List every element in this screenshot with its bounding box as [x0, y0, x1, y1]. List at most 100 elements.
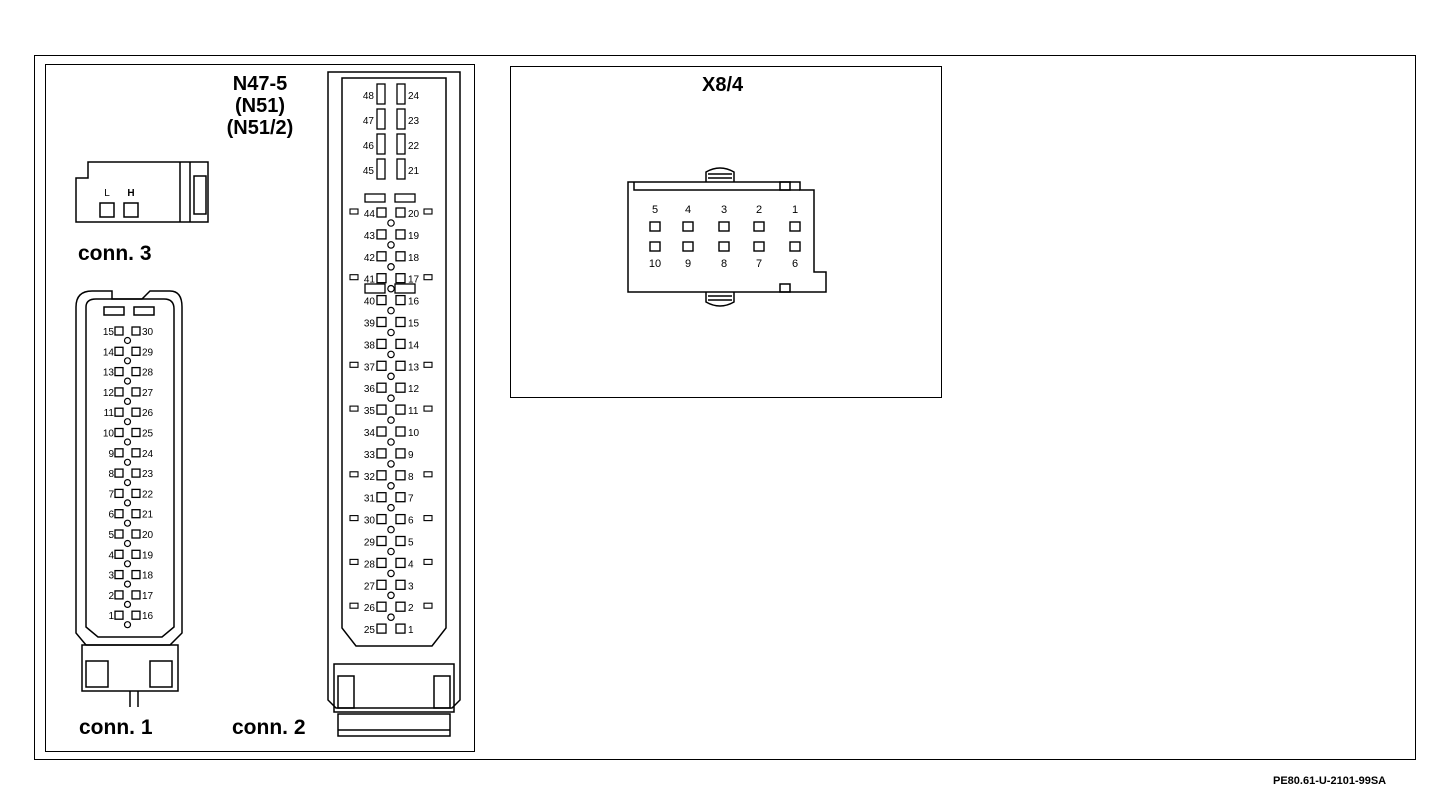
conn2-socket: [376, 338, 387, 350]
x84-pin-label: 4: [685, 204, 691, 216]
conn1-latch: [123, 479, 132, 487]
conn2-latch: [387, 284, 395, 293]
x84-title: X8/4: [702, 74, 744, 96]
x84-socket: [718, 221, 730, 232]
conn2-pin-label: 27: [364, 581, 376, 592]
conn1-latch: [123, 539, 132, 548]
conn1-socket: [131, 468, 141, 478]
conn2-pin-label: 42: [364, 253, 376, 264]
conn1-pin-label: 16: [142, 611, 154, 622]
conn1-socket: [131, 488, 141, 499]
conn3-drawing: L H: [75, 161, 209, 223]
conn1-pin-label: 22: [142, 489, 154, 500]
conn2-pin-label: 1: [408, 625, 414, 636]
conn1-socket: [131, 427, 141, 438]
conn2-socket: [395, 382, 406, 393]
conn1-socket: [114, 590, 124, 600]
conn2-latch: [387, 591, 395, 600]
x84-panel: [510, 66, 942, 398]
conn2-large-socket: [396, 108, 406, 130]
conn1-socket: [114, 509, 124, 519]
conn1-socket: [114, 326, 124, 336]
conn1-latch: [123, 397, 132, 406]
conn2-socket: [395, 535, 406, 547]
diagram-outer-frame: [34, 55, 1416, 760]
conn2-socket: [395, 470, 406, 481]
conn2-latch: [387, 569, 395, 578]
conn2-pin-label: 36: [364, 384, 376, 395]
conn2-large-socket: [396, 158, 406, 180]
conn1-socket: [114, 346, 124, 356]
conn2-socket: [395, 251, 406, 262]
conn2-pin-label: 11: [408, 406, 419, 417]
conn2-socket: [395, 426, 406, 437]
conn2-pin-label: 18: [408, 253, 420, 264]
x84-socket: [753, 241, 765, 252]
x84-pin-label: 3: [721, 204, 727, 216]
conn1-socket: [131, 448, 141, 458]
conn2-socket: [395, 557, 406, 569]
conn2-pin-label: 5: [408, 538, 414, 549]
x84-pin-label: 5: [652, 204, 658, 216]
conn2-pin-label: 48: [363, 91, 375, 102]
conn2-socket: [376, 273, 387, 284]
conn2-pin-label: 33: [364, 450, 376, 461]
conn1-latch: [123, 336, 132, 345]
conn2-latch: [387, 481, 395, 490]
conn1-pin-label: 28: [142, 368, 154, 379]
conn2-socket: [376, 382, 387, 393]
x84-pin-label: 6: [792, 258, 798, 270]
title-line-1: N47-5: [232, 73, 288, 95]
conn1-pin-label: 25: [142, 429, 154, 440]
conn1-socket: [131, 366, 141, 377]
conn2-socket: [376, 492, 387, 503]
conn2-pin-label: 32: [364, 472, 376, 483]
conn2-latch: [387, 350, 395, 359]
conn1-latch: [123, 438, 132, 446]
conn2-socket: [395, 513, 406, 525]
conn1-latch: [123, 418, 132, 426]
x84-pin-label: 2: [756, 204, 762, 216]
conn2-latch: [387, 328, 395, 337]
control-unit-title: N47-5 (N51) (N51/2): [218, 73, 302, 139]
conn2-pin-label: 41: [364, 275, 376, 286]
conn2-large-socket: [376, 133, 386, 155]
conn2-socket: [376, 229, 387, 240]
conn2-large-socket: [376, 158, 386, 180]
reference-code: PE80.61-U-2101-99SA: [1273, 775, 1387, 787]
x84-pin-label: 7: [756, 258, 762, 270]
conn2-socket: [376, 316, 387, 328]
conn2-pin-label: 39: [364, 319, 376, 330]
conn2-pin-label: 8: [408, 472, 414, 483]
control-unit-panel: [45, 64, 475, 752]
conn1-latch: [123, 458, 132, 466]
conn2-socket: [376, 251, 387, 262]
x84-socket: [753, 221, 765, 232]
conn1-pin-label: 21: [142, 510, 154, 521]
conn1-pin-label: 1: [108, 611, 114, 622]
conn1-pin-label: 13: [103, 368, 115, 379]
conn1-socket: [114, 610, 124, 620]
conn1-latch: [123, 621, 132, 629]
conn2-socket: [376, 513, 387, 525]
conn2-socket: [395, 316, 406, 328]
conn2-pin-label: 40: [364, 297, 376, 308]
conn2-pin-label: 28: [364, 559, 376, 570]
conn2-pin-label: 20: [408, 209, 420, 220]
conn3-label: conn. 3: [78, 242, 152, 265]
conn2-latch: [387, 525, 395, 534]
conn1-socket: [114, 407, 124, 417]
conn1-socket: [114, 549, 124, 559]
conn2-pin-label: 17: [408, 275, 420, 286]
conn1-pin-label: 12: [103, 388, 115, 399]
conn2-pin-label: 7: [408, 494, 414, 505]
x84-socket: [682, 241, 694, 252]
conn2-pin-label: 35: [364, 406, 376, 417]
conn2-latch: [387, 416, 395, 424]
conn2-pin-label: 25: [364, 625, 376, 636]
conn2-socket: [376, 601, 387, 612]
conn2-socket: [395, 294, 406, 306]
conn2-pin-label: 10: [408, 428, 420, 439]
